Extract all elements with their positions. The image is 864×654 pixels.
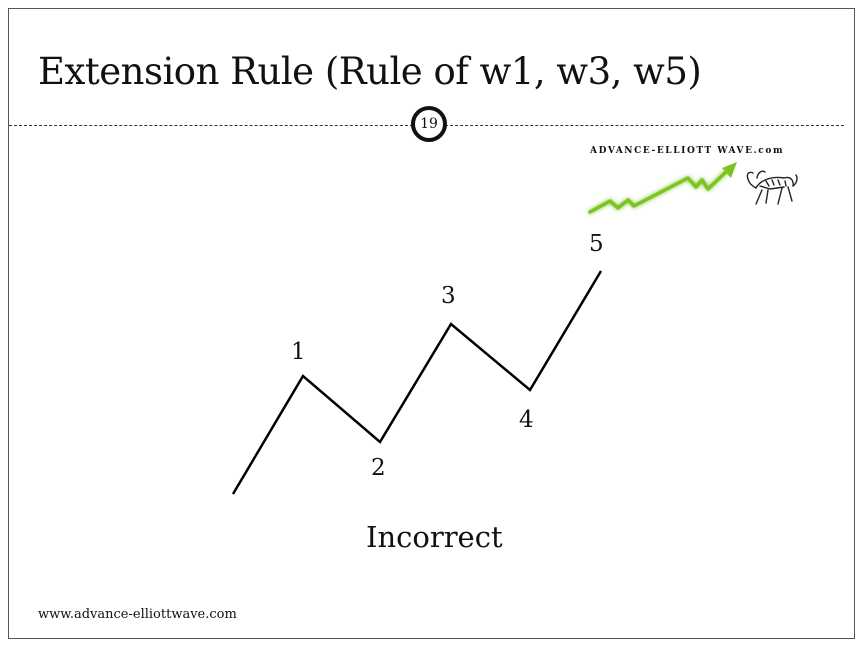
diagram-caption: Incorrect: [366, 520, 503, 554]
wave-label-5: 5: [589, 231, 604, 257]
wave-label-3: 3: [441, 283, 456, 309]
slide-title: Extension Rule (Rule of w1, w3, w5): [38, 50, 702, 93]
page-number: 19: [420, 116, 438, 132]
wave-polyline: [231, 270, 603, 495]
footer-url: www.advance-elliottwave.com: [38, 607, 237, 622]
wave-label-2: 2: [371, 455, 386, 481]
brand-text: ADVANCE-ELLIOTT WAVE.com: [590, 146, 785, 156]
page-number-badge: 19: [411, 106, 447, 142]
green-trend-arrow-icon: [588, 162, 737, 214]
wave-label-1: 1: [291, 339, 306, 365]
bull-icon: [746, 170, 798, 205]
wave-label-4: 4: [519, 407, 534, 433]
slide-frame: [8, 8, 855, 639]
